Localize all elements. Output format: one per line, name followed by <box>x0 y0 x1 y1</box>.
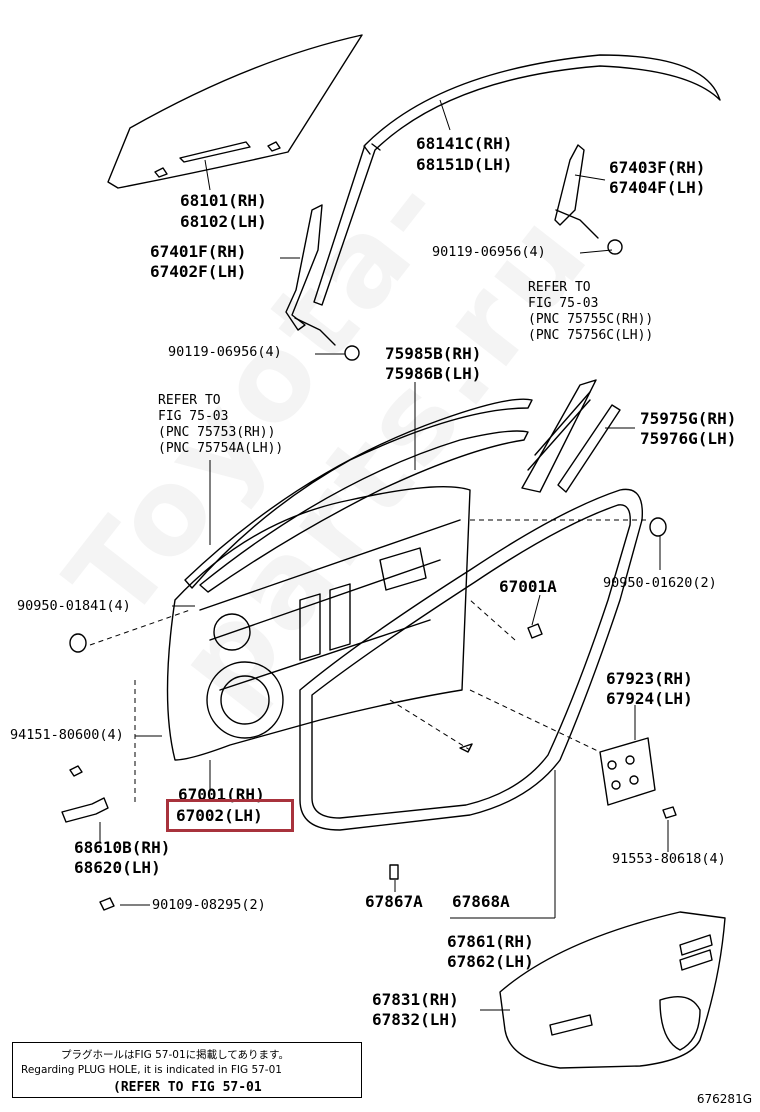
part-label-67862: 67862(LH) <box>447 952 534 971</box>
door-trim-panel-part <box>499 911 726 1069</box>
part-label-67001a: 67001A <box>499 577 557 596</box>
pillar-garnish-part <box>521 379 597 493</box>
refer-b-line-1: REFER TO <box>158 393 221 408</box>
part-label-90109: 90109-08295(2) <box>152 897 266 913</box>
clip-part <box>607 239 623 255</box>
door-panel-part <box>166 485 471 761</box>
part-label-90119-lower: 90119-06956(4) <box>168 344 282 360</box>
part-label-68141c: 68141C(RH) <box>416 134 513 153</box>
figure-id: 676281G <box>696 1092 752 1106</box>
part-label-68620: 68620(LH) <box>74 858 161 877</box>
part-label-90950-01620: 90950-01620(2) <box>603 575 717 591</box>
part-label-68610b: 68610B(RH) <box>74 838 171 857</box>
rear-channel-part <box>554 144 585 226</box>
part-label-94151: 94151-80600(4) <box>10 727 124 743</box>
belt-molding-part <box>184 398 533 589</box>
refer-b-line-3: (PNC 75753(RH)) <box>158 425 276 440</box>
part-label-67868a: 67868A <box>452 892 510 911</box>
part-label-91553: 91553-80618(4) <box>612 851 726 867</box>
part-label-67832: 67832(LH) <box>372 1010 459 1029</box>
part-label-67867a: 67867A <box>365 892 423 911</box>
highlight-box[interactable] <box>166 799 294 832</box>
refer-a-line-3: (PNC 75755C(RH)) <box>528 312 654 327</box>
part-label-68151d: 68151D(LH) <box>416 155 513 174</box>
part-label-75986b: 75986B(LH) <box>385 364 482 383</box>
part-label-67831: 67831(RH) <box>372 990 459 1009</box>
note-japanese-text: プラグホールはFIG 57-01に掲載してあります。 <box>61 1049 289 1061</box>
door-glass-part <box>107 34 363 189</box>
front-channel-part <box>285 204 323 331</box>
part-label-67001: 67001(RH) <box>178 785 265 804</box>
plug-hole-note-box: プラグホールはFIG 57-01に掲載してあります。 Regarding PLU… <box>12 1042 362 1098</box>
note-refer-text[interactable]: (REFER TO FIG 57-01 <box>113 1080 262 1095</box>
part-label-75975g: 75975G(RH) <box>640 409 737 428</box>
part-label-67402f: 67402F(LH) <box>150 262 247 281</box>
part-label-67002-highlighted[interactable]: 67002(LH) <box>176 806 263 825</box>
part-label-67404f: 67404F(LH) <box>609 178 706 197</box>
part-label-75976g: 75976G(LH) <box>640 429 737 448</box>
part-label-90119-upper: 90119-06956(4) <box>432 244 546 260</box>
refer-a-line-4: (PNC 75756C(LH)) <box>528 328 654 343</box>
part-label-67861: 67861(RH) <box>447 932 534 951</box>
part-label-90950-01841: 90950-01841(4) <box>17 598 131 614</box>
refer-b-line-4: (PNC 75754A(LH)) <box>158 441 284 456</box>
part-label-67403f: 67403F(RH) <box>609 158 706 177</box>
part-label-68101: 68101(RH) <box>180 191 267 210</box>
door-check-part <box>61 797 109 823</box>
part-label-75985b: 75985B(RH) <box>385 344 482 363</box>
part-label-68102: 68102(LH) <box>180 212 267 231</box>
hinge-plate-part <box>599 737 656 806</box>
refer-b-line-2: FIG 75-03 <box>158 409 229 424</box>
clip-part <box>344 345 360 361</box>
part-label-67923: 67923(RH) <box>606 669 693 688</box>
refer-a-line-2: FIG 75-03 <box>528 296 599 311</box>
part-label-67924: 67924(LH) <box>606 689 693 708</box>
door-weatherstrip-part <box>299 488 644 831</box>
refer-a-line-1: REFER TO <box>528 280 591 295</box>
note-english-text: Regarding PLUG HOLE, it is indicated in … <box>21 1064 282 1076</box>
part-label-67401f: 67401F(RH) <box>150 242 247 261</box>
window-channel-part <box>313 54 721 306</box>
